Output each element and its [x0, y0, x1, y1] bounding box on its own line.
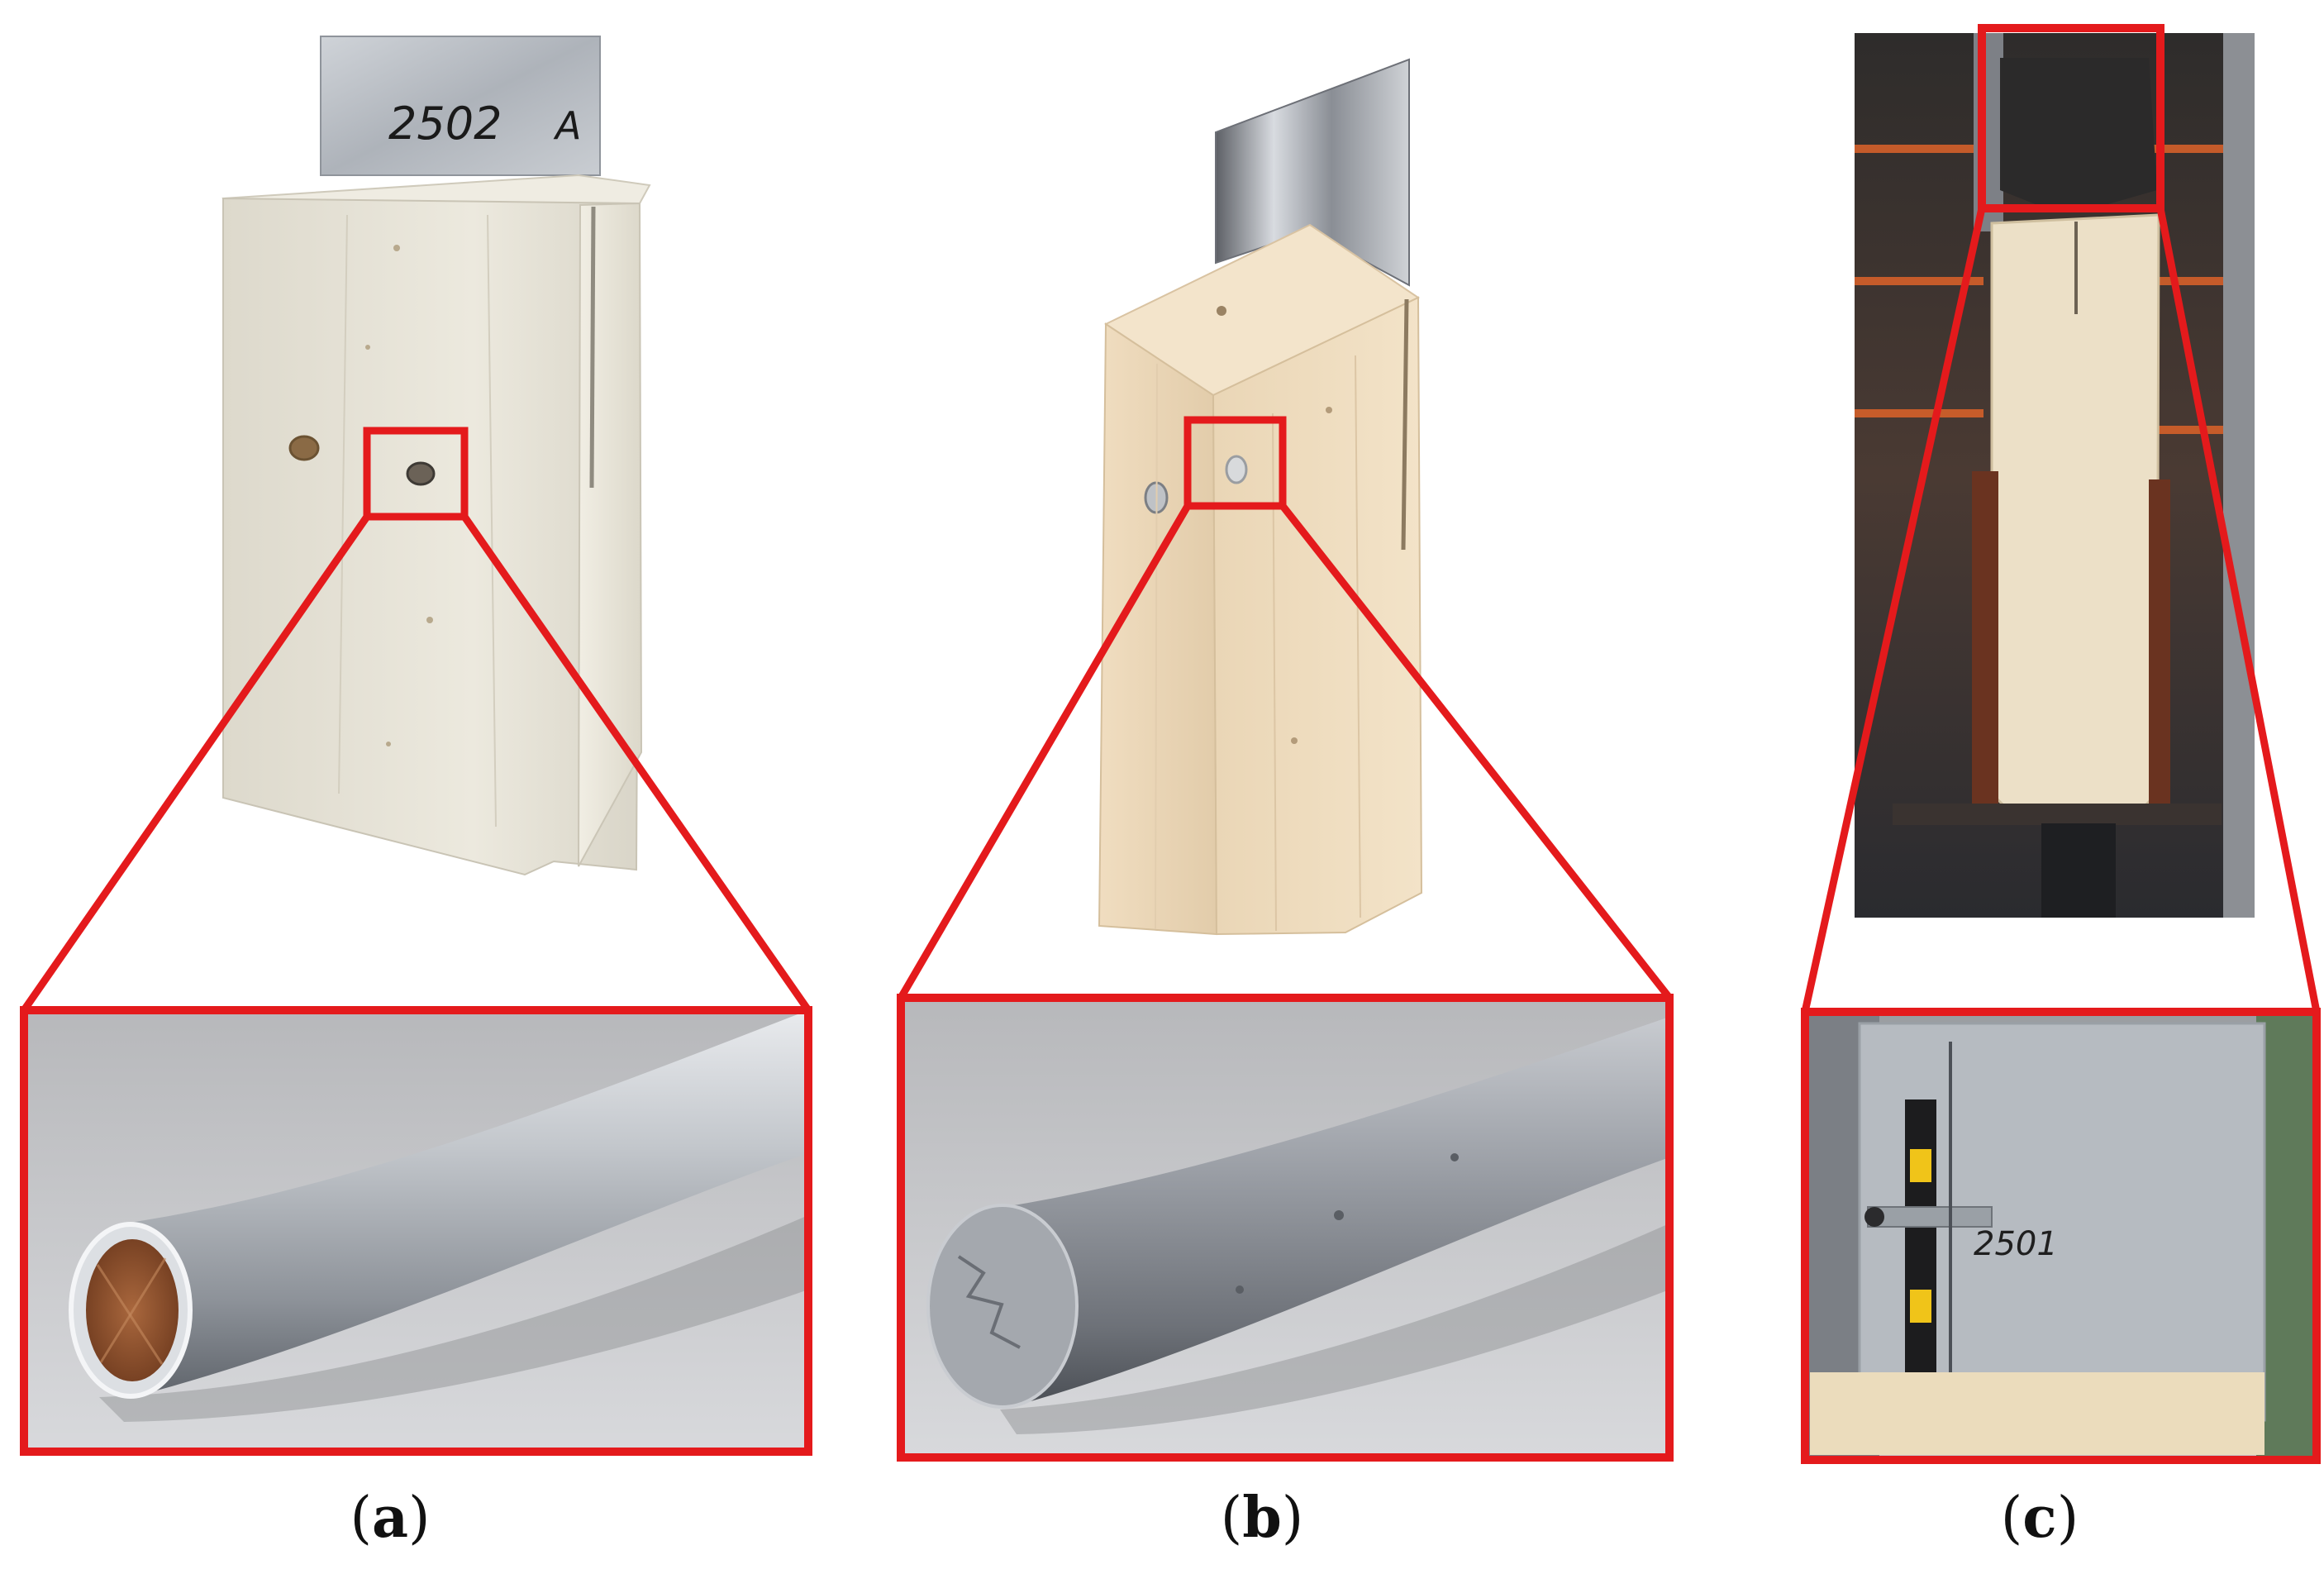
specimen-mark-a: 2502	[388, 98, 502, 150]
inset-plate-c: 2501	[1801, 1008, 2321, 1464]
caption-b-letter: b	[1242, 1485, 1282, 1551]
panel-b	[897, 58, 1674, 1462]
inset-rod-b	[897, 994, 1674, 1462]
steel-plate-a	[320, 36, 601, 176]
dowel-hole-right-b	[1225, 455, 1248, 484]
timber-specimen-a: 2502 A	[221, 36, 651, 876]
caption-c-letter: c	[2022, 1485, 2057, 1551]
caption-a: (a)	[291, 1485, 489, 1552]
caption-c-open: (	[2000, 1486, 2023, 1551]
caption-c: (c)	[1941, 1485, 2139, 1552]
test-setup-photo-c	[1855, 33, 2255, 918]
panel-a: 2502 A	[20, 36, 812, 1456]
caption-b: (b)	[1163, 1485, 1361, 1552]
caption-a-close: )	[408, 1486, 431, 1551]
caption-a-open: (	[350, 1486, 372, 1551]
panel-c: 2501	[1801, 24, 2321, 1464]
dowel-hole-right-a	[406, 461, 436, 486]
timber-specimen-b	[1098, 58, 1423, 936]
dowel-hole-left-a	[288, 435, 320, 461]
caption-a-letter: a	[371, 1485, 409, 1551]
specimen-side-a: A	[553, 103, 581, 148]
caption-b-close: )	[1281, 1486, 1304, 1551]
specimen-mark-c: 2501	[1974, 1225, 2058, 1263]
caption-c-close: )	[2056, 1486, 2079, 1551]
inset-tube-a	[20, 1006, 812, 1456]
zoom-callout-b	[898, 416, 1673, 1000]
caption-b-open: (	[1220, 1486, 1243, 1551]
zoom-callout-c	[1801, 24, 2321, 1013]
zoom-callout-a	[21, 427, 812, 1013]
